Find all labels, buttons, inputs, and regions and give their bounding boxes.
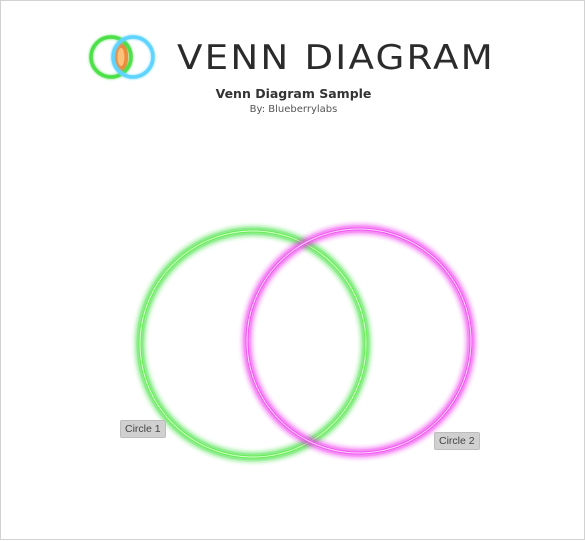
circle-1-label[interactable]: Circle 1: [120, 420, 166, 438]
logo-wordmark-text: VENN DIAGRAM: [177, 39, 495, 75]
venn-logo-icon: [89, 35, 155, 79]
logo-ring-left: [89, 35, 133, 79]
page-title: Venn Diagram Sample: [215, 86, 372, 101]
logo-wordmark: VENN DIAGRAM: [177, 39, 495, 75]
venn-circle-1[interactable]: [136, 227, 370, 461]
author-byline: By: Blueberrylabs: [249, 104, 338, 115]
logo-ring-right: [111, 35, 155, 79]
venn-circle-2[interactable]: [243, 225, 475, 457]
circle-2-label[interactable]: Circle 2: [434, 432, 480, 450]
